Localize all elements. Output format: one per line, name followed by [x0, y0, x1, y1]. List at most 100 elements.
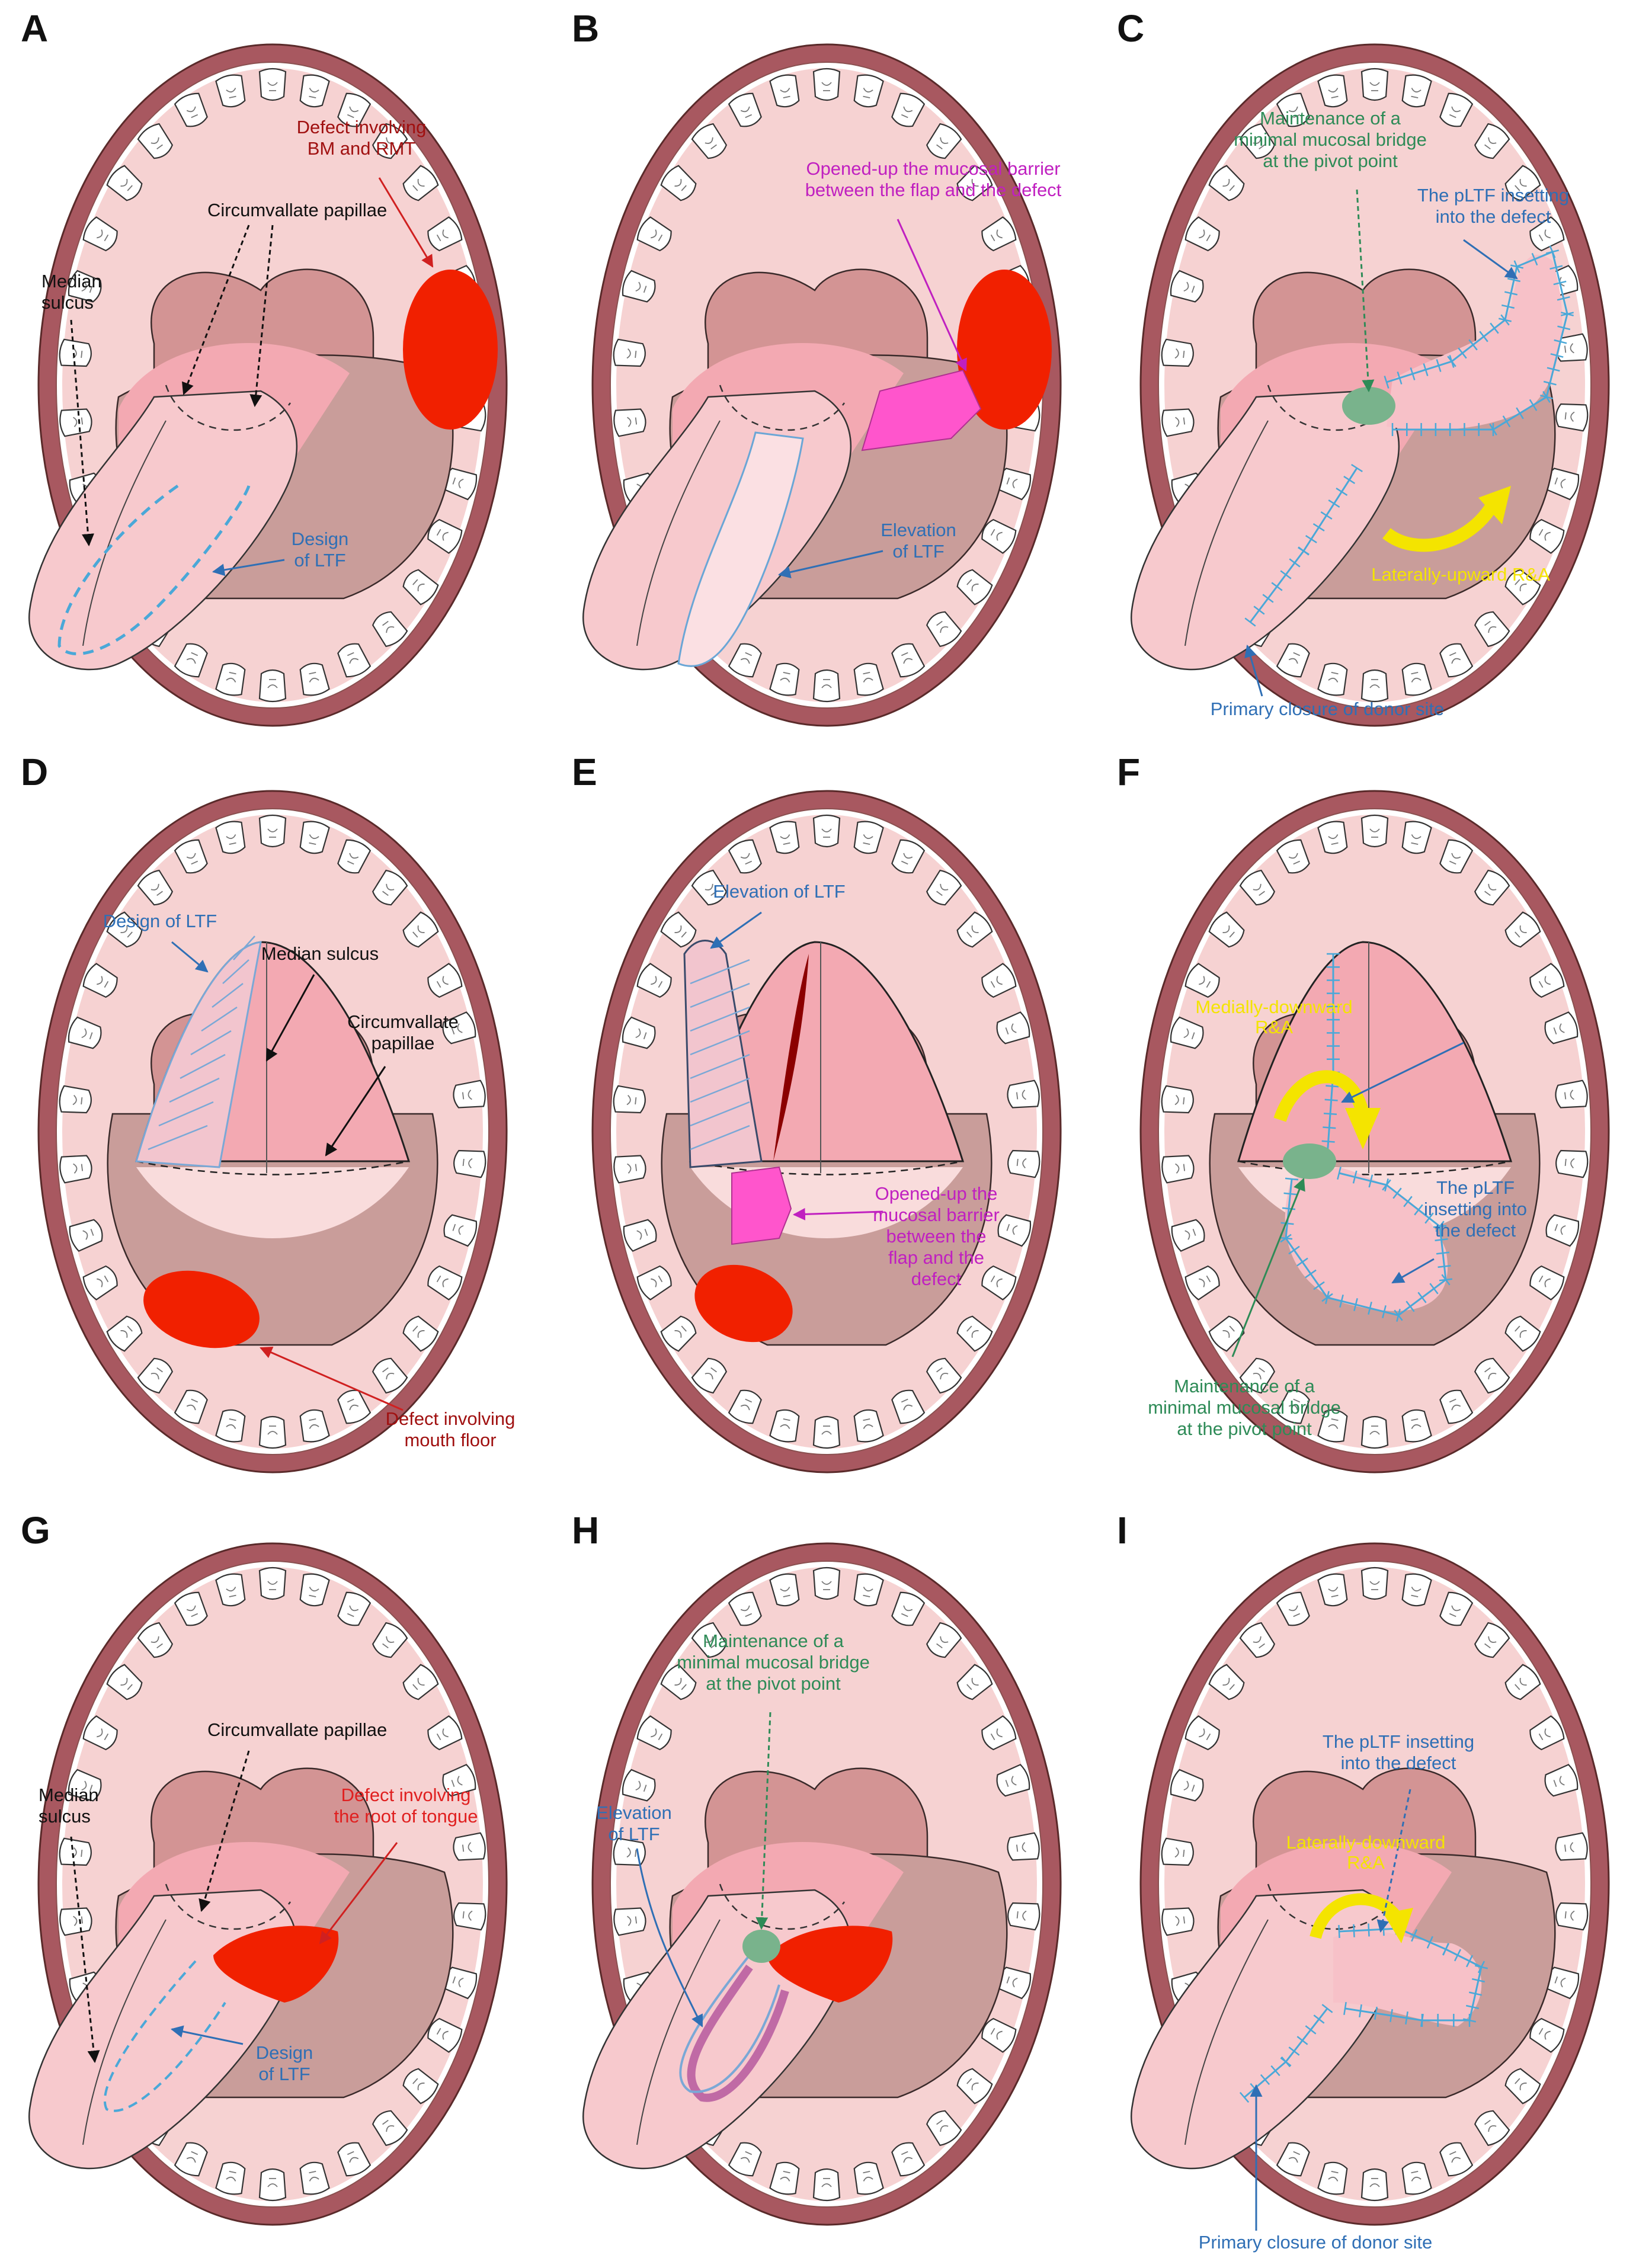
- tooth: [981, 216, 1017, 252]
- suture-inset-stitch: [1436, 359, 1442, 372]
- tooth-groove: [1369, 828, 1380, 838]
- tooth: [174, 2142, 208, 2177]
- tooth-groove: [267, 2178, 278, 2187]
- label-plft-inset-line: The pLTF: [1436, 1177, 1515, 1198]
- suture-donor-closure-stitch: [1280, 2056, 1291, 2068]
- tooth-crown: [453, 1832, 486, 1861]
- inset-flap: [1333, 1930, 1482, 2026]
- label-design-ltf-line: of LTF: [294, 550, 345, 571]
- tooth-groove: [309, 1587, 319, 1597]
- tooth-crown: [613, 338, 646, 367]
- tooth-crown: [1529, 963, 1565, 998]
- tooth: [174, 643, 208, 678]
- tooth-groove: [863, 88, 873, 98]
- suture-inset-stitch: [1557, 325, 1571, 331]
- tooth: [891, 92, 926, 127]
- tooth: [59, 1837, 92, 1866]
- tooth-groove: [462, 1090, 472, 1100]
- tooth-crown: [1439, 92, 1474, 127]
- suture-inset-stitch: [1465, 2004, 1480, 2010]
- tooth-crown: [1504, 911, 1541, 948]
- arrow-elevation: [636, 1848, 703, 2027]
- tooth-groove: [72, 1094, 83, 1106]
- tooth-crown: [1317, 1409, 1348, 1443]
- tooth-groove: [267, 679, 278, 688]
- tooth: [258, 814, 287, 848]
- tooth: [1161, 338, 1194, 367]
- panel-letter: E: [572, 751, 597, 793]
- suture-inset-stitch: [1490, 322, 1499, 334]
- tooth-crown: [427, 2017, 463, 2053]
- tooth-groove: [1538, 2027, 1551, 2040]
- label-elevation-ltf-line: Elevation: [881, 520, 956, 540]
- tooth-crown: [337, 1591, 372, 1626]
- tooth-groove: [1005, 1023, 1017, 1034]
- tooth-groove: [674, 925, 687, 938]
- label-mucosal-bridge-line: at the pivot point: [1263, 150, 1398, 171]
- tooth-groove: [186, 853, 199, 865]
- defect-mouth-floor: [143, 1270, 260, 1348]
- tooth: [453, 1902, 486, 1931]
- label-design-ltf-line: Design: [256, 2042, 313, 2063]
- tooth-crown: [613, 1837, 646, 1866]
- arrow-papillae: [199, 1750, 250, 1913]
- tooth-groove: [1554, 1976, 1566, 1988]
- suture-inset-stitch: [1410, 367, 1416, 380]
- tooth-groove: [309, 834, 319, 845]
- tooth-groove: [1553, 1776, 1565, 1787]
- tooth: [956, 1664, 993, 1700]
- tooth-groove: [1449, 2151, 1461, 2163]
- tooth-crown: [981, 216, 1017, 252]
- tooth-crown: [1439, 1389, 1474, 1424]
- tooth-crown: [1555, 403, 1589, 432]
- tooth-groove: [1369, 82, 1380, 91]
- tooth-groove: [863, 1418, 873, 1429]
- tooth-groove: [73, 1915, 84, 1926]
- tooth: [299, 662, 330, 696]
- suture-inset-stitch: [1513, 260, 1520, 273]
- tooth-crown: [769, 2161, 800, 2195]
- tooth-groove: [1253, 1636, 1265, 1649]
- tooth-groove: [452, 477, 464, 489]
- tooth-crown: [853, 821, 884, 854]
- tooth-groove: [1554, 477, 1566, 489]
- tooth-groove: [821, 828, 832, 838]
- tooth-crown: [1401, 662, 1432, 696]
- median-sulcus-line: [1184, 1919, 1269, 2145]
- tooth: [1161, 1155, 1195, 1184]
- raw-surface: [773, 954, 809, 1161]
- tooth: [1276, 1591, 1310, 1626]
- suture-inset-stitch: [1283, 1192, 1297, 1196]
- tooth-crown: [1529, 216, 1565, 252]
- tooth: [660, 911, 697, 948]
- tooth-crown: [402, 165, 439, 201]
- tooth-crown: [622, 1769, 656, 1802]
- tooth-groove: [1016, 1910, 1027, 1921]
- tooth-groove: [1411, 1587, 1422, 1597]
- label-plft-inset-line: insetting into: [1424, 1199, 1527, 1219]
- label-plft-inset-line: The pLTF insetting: [1323, 1731, 1474, 1752]
- tooth-crown: [981, 1265, 1017, 1300]
- arrow-elevation: [710, 911, 762, 949]
- tooth: [1239, 869, 1276, 906]
- suture-inset-stitch: [1368, 1923, 1370, 1937]
- label-mucosal-bridge-line: Maintenance of a: [1260, 108, 1401, 129]
- opened-mucosal-barrier: [731, 1166, 792, 1245]
- tooth-groove: [1411, 2171, 1422, 2181]
- tooth-crown: [1184, 216, 1220, 252]
- tooth-crown: [891, 2142, 926, 2177]
- tooth-groove: [436, 2027, 449, 2040]
- tooth: [1276, 839, 1310, 874]
- circumvallate-papillae-line: [1238, 1160, 1512, 1175]
- tooth-groove: [1411, 834, 1422, 845]
- tooth-groove: [151, 1636, 163, 1649]
- tooth: [299, 1573, 330, 1607]
- tooth: [926, 611, 962, 648]
- tooth: [691, 1622, 728, 1658]
- arrow-defect: [319, 1842, 398, 1945]
- tooth: [372, 2110, 408, 2147]
- tooth-groove: [462, 1842, 472, 1853]
